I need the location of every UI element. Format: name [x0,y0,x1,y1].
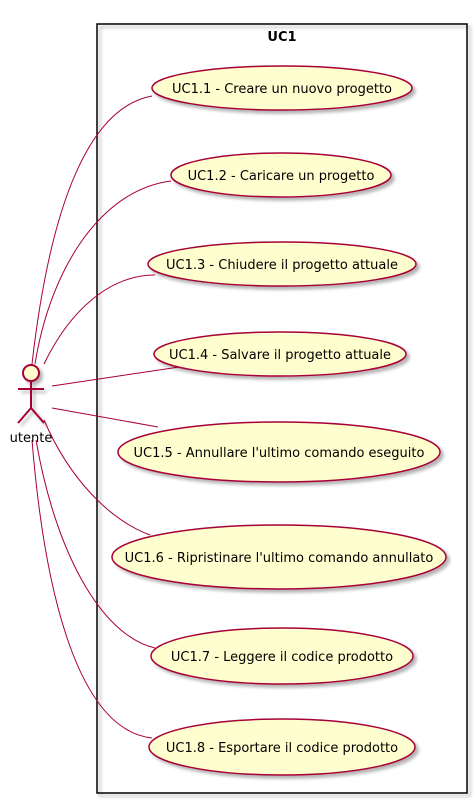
use-case-label: UC1.7 - Leggere il codice prodotto [171,650,393,665]
association-uc1-3 [43,274,156,365]
use-case-ellipse [148,718,416,776]
use-case-uc1-7: UC1.7 - Leggere il codice prodotto [150,627,414,685]
actor-label: utente [10,431,53,446]
use-case-ellipse [150,627,414,685]
use-case-label: UC1.4 - Salvare il progetto attuale [169,348,391,363]
package-title: UC1 [267,30,296,45]
use-case-label: UC1.1 - Creare un nuovo progetto [172,82,392,97]
use-case-label: UC1.2 - Caricare un progetto [188,169,375,184]
association-uc1-8 [31,439,153,739]
use-case-label: UC1.5 - Annullare l'ultimo comando esegu… [134,446,425,461]
use-case-uc1-8: UC1.8 - Esportare il codice prodotto [148,718,416,776]
actor-left-leg [17,407,32,424]
use-case-uc1-2: UC1.2 - Caricare un progetto [170,152,392,198]
actor-head [22,364,40,382]
package-uc1: UC1 [96,23,468,794]
use-case-ellipse [151,65,413,111]
association-uc1-6 [43,419,151,536]
use-case-ellipse [111,524,447,590]
use-cases: UC1.1 - Creare un nuovo progetto UC1.2 -… [111,65,447,776]
use-case-ellipse [170,152,392,198]
association-uc1-5 [51,407,159,428]
association-uc1-2 [34,180,172,365]
use-case-uc1-5: UC1.5 - Annullare l'ultimo comando esegu… [117,421,441,483]
use-case-ellipse [153,331,407,377]
association-uc1-1 [31,95,153,365]
use-case-uc1-3: UC1.3 - Chiudere il progetto attuale [147,241,417,287]
use-case-ellipse [117,421,441,483]
package-border [96,23,468,794]
use-case-label: UC1.6 - Ripristinare l'ultimo comando an… [125,551,434,566]
association-uc1-7 [35,439,156,649]
actor-right-leg [30,407,45,424]
use-case-ellipse [147,241,417,287]
use-case-label: UC1.3 - Chiudere il progetto attuale [166,258,398,273]
use-case-uc1-4: UC1.4 - Salvare il progetto attuale [153,331,407,377]
actor-utente: utente [10,364,53,446]
association-uc1-4 [51,365,187,387]
use-case-uc1-6: UC1.6 - Ripristinare l'ultimo comando an… [111,524,447,590]
use-case-label: UC1.8 - Esportare il codice prodotto [166,741,398,756]
use-case-uc1-1: UC1.1 - Creare un nuovo progetto [151,65,413,111]
associations [31,95,187,739]
